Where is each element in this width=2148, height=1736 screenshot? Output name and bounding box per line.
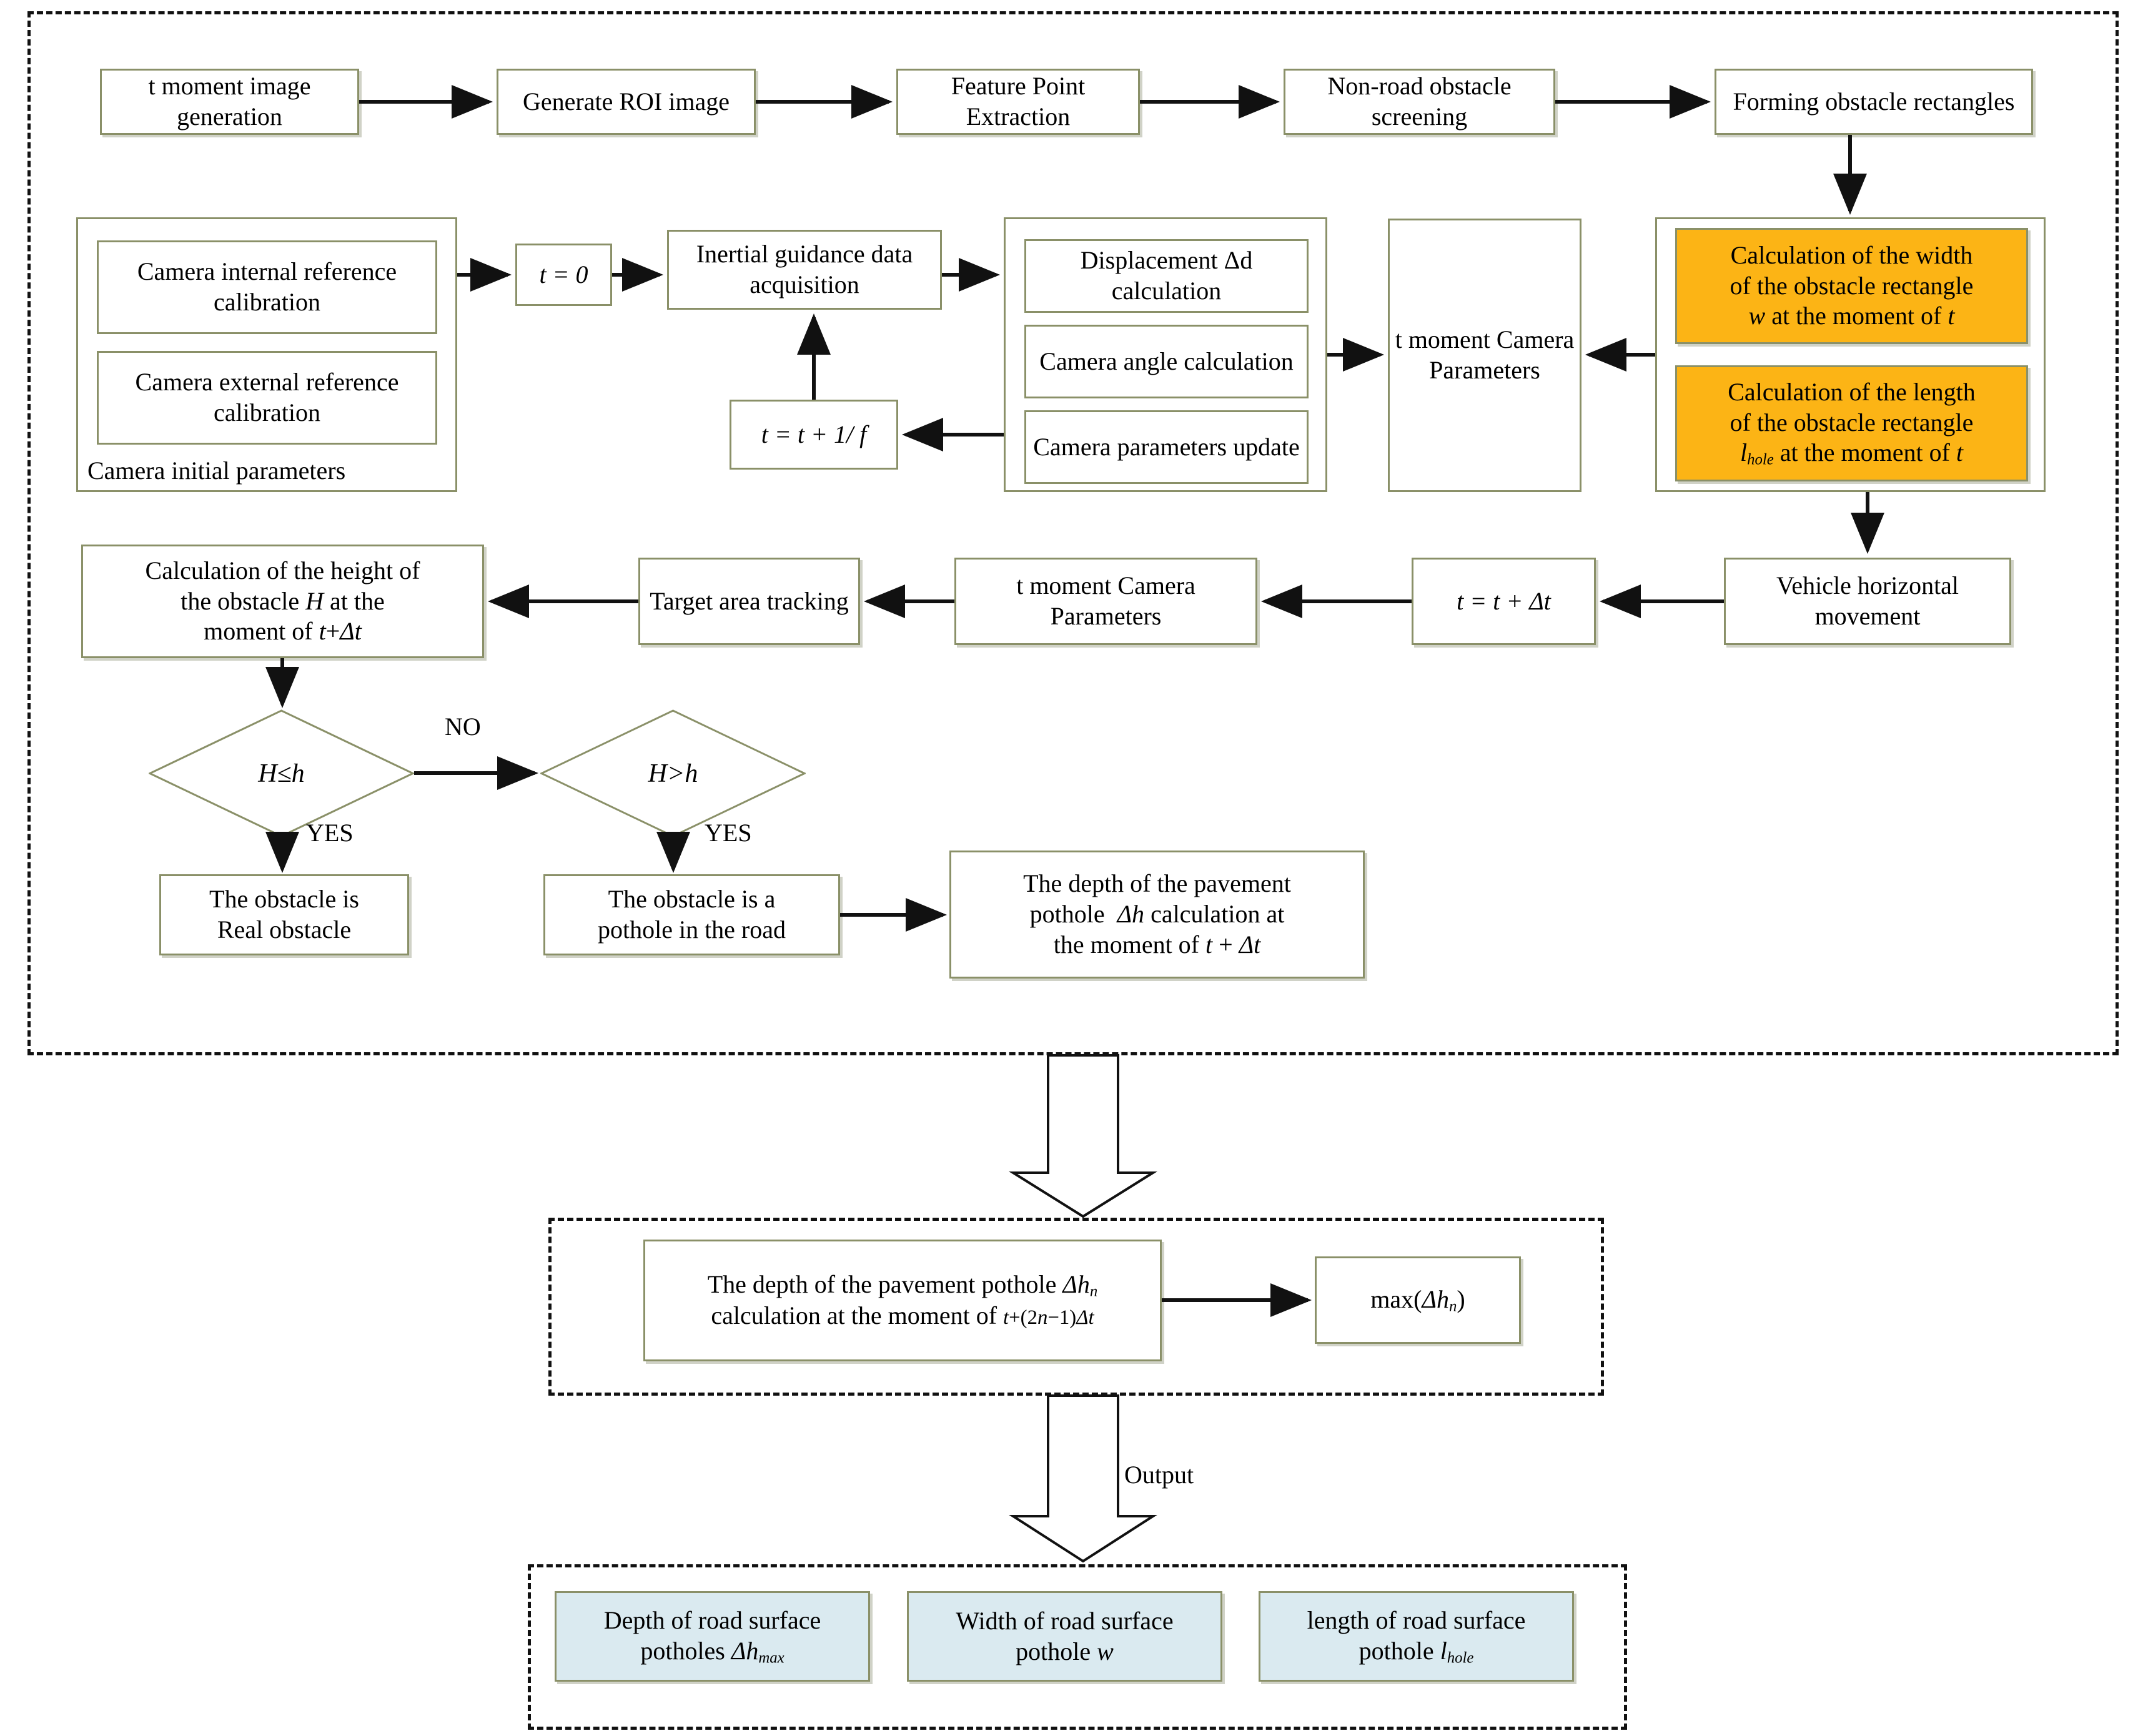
- box-label: Feature Point Extraction: [951, 72, 1086, 131]
- box-output-depth[interactable]: Depth of road surface potholes Δhmax: [555, 1591, 870, 1682]
- box-depth-n-calculation[interactable]: The depth of the pavement pothole Δhn ca…: [643, 1240, 1162, 1361]
- dashed-region-main: [27, 11, 2119, 1055]
- box-inertial-guidance-data-acquisition[interactable]: Inertial guidance data acquisition: [667, 230, 942, 310]
- box-forming-obstacle-rectangles[interactable]: Forming obstacle rectangles: [1715, 69, 2033, 135]
- box-t-increment[interactable]: t = t + 1/ f: [730, 400, 898, 470]
- box-output-length[interactable]: length of road surface pothole lhole: [1259, 1591, 1574, 1682]
- decision-label: H≤h: [258, 759, 305, 788]
- box-label: Forming obstacle rectangles: [1733, 87, 2015, 116]
- box-label: Non-road obstacle screening: [1327, 72, 1512, 131]
- box-label: Generate ROI image: [523, 87, 730, 116]
- box-pothole-depth-calculation[interactable]: The depth of the pavement pothole Δh cal…: [949, 851, 1365, 979]
- box-label: Camera angle calculation: [1039, 347, 1294, 375]
- box-displacement-calculation[interactable]: Displacement Δd calculation: [1024, 239, 1309, 313]
- box-label: t = t + 1/ f: [761, 420, 867, 448]
- box-t-moment-image-generation[interactable]: t moment image generation: [100, 69, 359, 135]
- dashed-region-depth-aggregation: [548, 1218, 1604, 1396]
- box-label-line2: pothole in the road: [597, 915, 786, 944]
- edge-label-yes-right: YES: [705, 819, 752, 847]
- box-label: Camera parameters update: [1033, 432, 1300, 461]
- box-camera-internal-reference-calibration[interactable]: Camera internal reference calibration: [97, 240, 437, 334]
- box-label-line2: of the obstacle rectangle: [1730, 271, 1974, 300]
- box-label: Vehicle horizontal movement: [1776, 571, 1959, 630]
- box-camera-angle-calculation[interactable]: Camera angle calculation: [1024, 325, 1309, 398]
- box-camera-parameters-update[interactable]: Camera parameters update: [1024, 410, 1309, 484]
- box-label: t moment Camera Parameters: [1395, 325, 1575, 384]
- box-label-line1: Depth of road surface: [603, 1605, 821, 1634]
- box-label: Displacement Δd calculation: [1080, 246, 1253, 305]
- box-label-line1: The obstacle is a: [608, 885, 776, 914]
- decision-h-le-h[interactable]: H≤h: [149, 709, 414, 837]
- decision-label: H>h: [648, 759, 698, 788]
- box-label: Camera internal reference calibration: [137, 257, 397, 316]
- box-label-line1: Calculation of the height of: [145, 556, 420, 584]
- block-arrow-to-aggregation: [1009, 1054, 1157, 1218]
- dashed-region-output: [528, 1564, 1627, 1730]
- box-t-moment-camera-parameters-row3[interactable]: t moment Camera Parameters: [954, 558, 1257, 645]
- box-label-line2: Real obstacle: [217, 915, 352, 944]
- box-label-line2: the obstacle H at the: [181, 586, 385, 615]
- box-t-plus-delta-t[interactable]: t = t + Δt: [1412, 558, 1596, 645]
- box-label: Target area tracking: [650, 586, 849, 615]
- box-calculation-obstacle-width[interactable]: Calculation of the width of the obstacle…: [1675, 228, 2028, 344]
- box-camera-external-reference-calibration[interactable]: Camera external reference calibration: [97, 351, 437, 445]
- edge-label-yes-left: YES: [306, 819, 354, 847]
- box-label-line3: the moment of t + Δt: [1053, 930, 1261, 959]
- box-label-line2: pothole w: [1016, 1637, 1114, 1665]
- box-label: t = t + Δt: [1457, 586, 1551, 615]
- label-camera-initial-parameters: Camera initial parameters: [87, 456, 346, 485]
- box-output-width[interactable]: Width of road surface pothole w: [907, 1591, 1222, 1682]
- box-label-line1: Calculation of the width: [1730, 240, 1973, 269]
- box-label-line1: The obstacle is: [209, 885, 359, 914]
- box-label: Inertial guidance data acquisition: [696, 240, 913, 298]
- box-label-line3: w at the moment of t: [1748, 302, 1955, 330]
- box-non-road-obstacle-screening[interactable]: Non-road obstacle screening: [1284, 69, 1555, 135]
- box-max-depth[interactable]: max(Δhn): [1315, 1256, 1521, 1344]
- box-label-line1: Calculation of the length: [1728, 377, 1976, 406]
- box-label-line1: Width of road surface: [956, 1606, 1174, 1635]
- edge-label-no: NO: [445, 713, 481, 741]
- box-label: Camera external reference calibration: [135, 368, 399, 427]
- box-label-line1: length of road surface: [1307, 1605, 1526, 1634]
- box-label-line2: pothole lhole: [1359, 1636, 1474, 1666]
- box-label: t moment Camera Parameters: [1016, 571, 1195, 630]
- box-label-line2: potholes Δhmax: [640, 1636, 784, 1666]
- box-pothole-in-road[interactable]: The obstacle is a pothole in the road: [543, 874, 840, 955]
- box-label: t moment image generation: [148, 72, 311, 131]
- box-label-line2: calculation at the moment of t+(2n−1)Δt: [711, 1301, 1094, 1330]
- box-label-line2: of the obstacle rectangle: [1730, 408, 1974, 436]
- box-label: max(Δhn): [1370, 1285, 1465, 1315]
- box-vehicle-horizontal-movement[interactable]: Vehicle horizontal movement: [1724, 558, 2011, 645]
- decision-h-gt-h[interactable]: H>h: [540, 709, 806, 837]
- box-label: t = 0: [539, 260, 588, 289]
- box-label-line1: The depth of the pavement: [1023, 869, 1291, 898]
- box-real-obstacle[interactable]: The obstacle is Real obstacle: [159, 874, 409, 955]
- box-calculation-obstacle-height[interactable]: Calculation of the height of the obstacl…: [81, 545, 484, 658]
- box-feature-point-extraction[interactable]: Feature Point Extraction: [896, 69, 1140, 135]
- box-t-moment-camera-parameters-top[interactable]: t moment Camera Parameters: [1388, 219, 1581, 492]
- box-label-line3: moment of t+Δt: [204, 617, 362, 646]
- box-target-area-tracking[interactable]: Target area tracking: [638, 558, 860, 645]
- box-label-line2: pothole Δh calculation at: [1029, 900, 1285, 929]
- box-t-equals-zero[interactable]: t = 0: [515, 244, 612, 306]
- box-label-line1: The depth of the pavement pothole Δhn: [707, 1270, 1098, 1300]
- box-label-line3: lhole at the moment of t: [1740, 438, 1964, 468]
- box-generate-roi-image[interactable]: Generate ROI image: [497, 69, 756, 135]
- label-output: Output: [1124, 1461, 1194, 1489]
- box-calculation-obstacle-length[interactable]: Calculation of the length of the obstacl…: [1675, 365, 2028, 481]
